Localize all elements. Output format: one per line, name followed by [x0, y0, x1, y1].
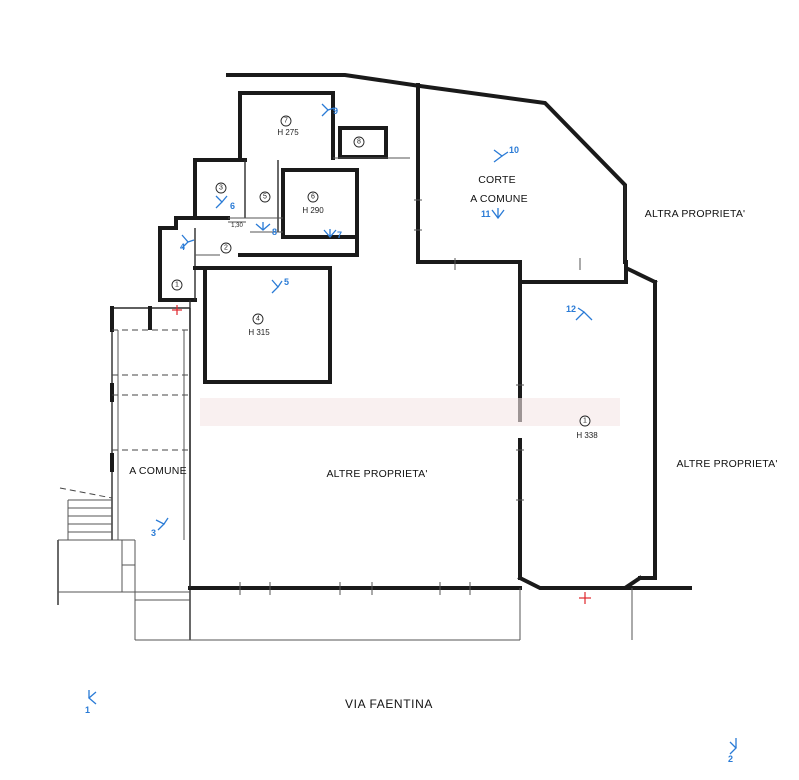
photo-point-icon: 3 — [151, 517, 169, 538]
red-markers — [172, 305, 591, 604]
room-height: H 275 — [277, 128, 299, 137]
altre-proprieta-center-label: ALTRE PROPRIETA' — [326, 468, 427, 480]
photo-point-number: 6 — [230, 201, 235, 211]
room-number-circle — [307, 191, 319, 203]
a-comune-label: A COMUNE — [129, 465, 187, 477]
outer-boundary — [226, 73, 658, 285]
room-number: 7 — [284, 118, 288, 125]
room-height: H 338 — [576, 431, 598, 440]
room-number: 1 — [175, 282, 179, 289]
photo-point-icon: 10 — [493, 145, 519, 163]
photo-point-icon: 1 — [85, 690, 97, 715]
photo-point-number: 8 — [272, 227, 277, 237]
room-number-circle — [280, 115, 292, 127]
dimension-label: 1,30 — [231, 223, 243, 229]
room-number: 4 — [256, 316, 260, 323]
photo-point-number: 11 — [481, 209, 491, 219]
room-number-circle — [252, 313, 264, 325]
altra-proprieta-label: ALTRA PROPRIETA' — [645, 208, 746, 220]
photo-point-number: 7 — [337, 230, 342, 240]
photo-point-number: 5 — [284, 277, 289, 287]
room-number-circle — [579, 415, 591, 427]
room-number-circle — [215, 182, 227, 194]
photo-point-number: 4 — [180, 242, 185, 252]
watermark-band — [200, 398, 620, 426]
room-number-circle — [171, 279, 183, 291]
room-number-circle — [353, 136, 365, 148]
photo-point-icon: 2 — [728, 738, 737, 764]
room-number: 8 — [357, 139, 361, 146]
room-number: 3 — [219, 185, 223, 192]
photo-point-icon: 12 — [566, 304, 593, 321]
photo-point-icon: 11 — [481, 208, 505, 220]
altre-proprieta-right-label: ALTRE PROPRIETA' — [676, 458, 777, 470]
room-number: 5 — [263, 194, 267, 201]
area-labels: CORTE A COMUNE ALTRA PROPRIETA' ALTRE PR… — [129, 174, 777, 711]
room-number-circle — [220, 242, 232, 254]
corte-label: CORTE — [478, 174, 516, 186]
photo-point-number: 1 — [85, 705, 90, 715]
room-number: 6 — [311, 194, 315, 201]
room-number: 2 — [224, 245, 228, 252]
room-height: H 290 — [302, 206, 324, 215]
upper-rooms: 1,30 — [158, 91, 410, 384]
photo-point-icon: 7 — [323, 229, 342, 240]
photo-point-number: 3 — [151, 528, 156, 538]
photo-point-icon: 6 — [215, 195, 235, 211]
photo-point-number: 2 — [728, 754, 733, 764]
room-height: H 315 — [248, 328, 270, 337]
room-number-circle — [259, 191, 271, 203]
photo-point-icon: 4 — [180, 234, 195, 252]
corte-a-comune-label: A COMUNE — [470, 193, 528, 205]
photo-point-number: 10 — [509, 145, 519, 155]
main-space — [188, 199, 692, 641]
street-label: VIA FAENTINA — [345, 697, 433, 711]
photo-point-icon: 9 — [321, 103, 338, 117]
photo-point-icon: 5 — [271, 277, 289, 294]
room-number: 1 — [583, 418, 587, 425]
photo-points: 1 2 3 4 5 6 7 8 — [85, 103, 737, 764]
room-labels: 7 H 275 8 3 5 6 H 290 2 1 4 H 315 1 H 33… — [171, 115, 598, 440]
photo-point-number: 12 — [566, 304, 576, 314]
photo-point-icon: 8 — [255, 222, 277, 237]
photo-point-number: 9 — [333, 106, 338, 116]
